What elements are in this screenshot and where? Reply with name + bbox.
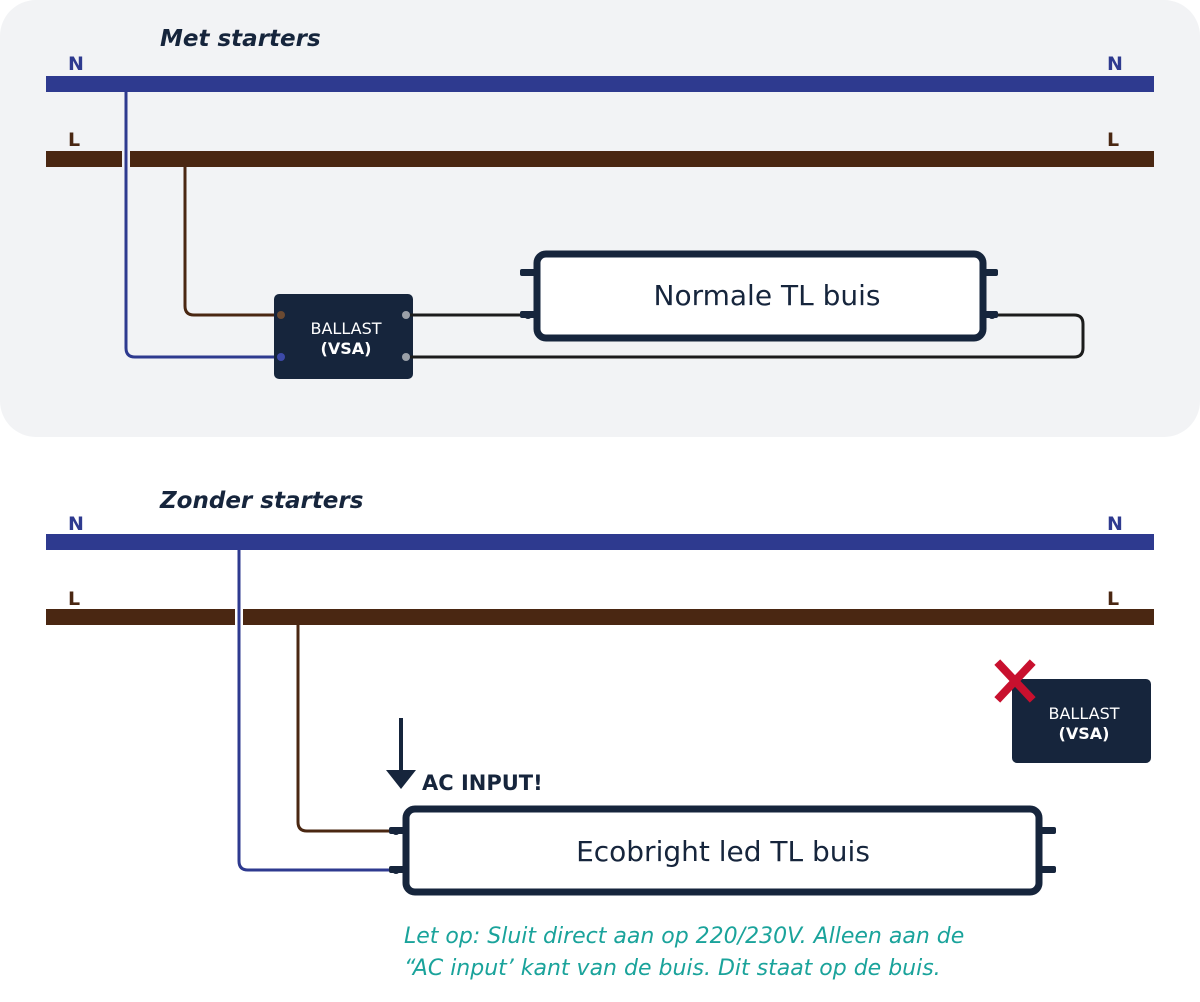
- ac-input-label: AC INPUT!: [422, 771, 543, 795]
- neutral-rail: [46, 76, 1154, 92]
- rail-label-n-right: N: [1107, 53, 1123, 75]
- ballast-label: BALLAST: [1049, 704, 1120, 723]
- tube-label: Ecobright led TL buis: [576, 835, 870, 868]
- note-line-1: Let op: Sluit direct aan op 220/230V. Al…: [404, 924, 964, 949]
- rail-label-n-left: N: [68, 53, 84, 75]
- live-rail: [46, 609, 1154, 625]
- cross-icon: [994, 659, 1036, 703]
- note-line-2: “AC input’ kant van de buis. Dit staat o…: [404, 956, 941, 981]
- ballast-terminal-neutral: [277, 353, 285, 361]
- normal-tl-tube: Normale TL buis: [520, 250, 998, 342]
- panel-without-starters: Zonder starters N N L L AC INPUT! BALLAS…: [46, 488, 1154, 981]
- ballast-terminal-live: [277, 311, 285, 319]
- live-wire: [296, 625, 396, 833]
- tube-body: [402, 805, 1043, 896]
- rail-label-l-left: L: [68, 588, 80, 610]
- panel-background: [0, 0, 1200, 437]
- neutral-rail: [46, 534, 1154, 550]
- rail-label-l-left: L: [68, 129, 80, 151]
- neutral-wire: [237, 550, 396, 872]
- ac-input-arrow-icon: [386, 718, 416, 789]
- ballast-terminal-out-1: [402, 311, 410, 319]
- section-title-with-starters: Met starters: [160, 26, 321, 52]
- rail-label-l-right: L: [1107, 588, 1119, 610]
- rail-label-n-left: N: [68, 513, 84, 535]
- neutral-wire: [124, 92, 280, 359]
- ecobright-led-tube: Ecobright led TL buis: [389, 805, 1056, 896]
- live-wire: [183, 167, 280, 317]
- ballast-terminal-out-2: [402, 353, 410, 361]
- tube-body: [533, 250, 987, 342]
- ballast-box: [1012, 679, 1151, 763]
- ballast-sublabel: (VSA): [321, 339, 372, 358]
- tube-terminal: [392, 827, 400, 835]
- section-title-without-starters: Zonder starters: [159, 488, 363, 514]
- tube-terminal: [988, 311, 996, 319]
- tube-terminal: [392, 866, 400, 874]
- tube-terminal: [524, 311, 532, 319]
- ballast-label: BALLAST: [311, 319, 382, 338]
- rail-label-n-right: N: [1107, 513, 1123, 535]
- panel-with-starters: Met starters N N L L BALLAST (VSA): [0, 0, 1200, 437]
- return-wire: [410, 313, 1085, 359]
- ballast-box: BALLAST (VSA): [274, 294, 413, 379]
- ballast-sublabel: (VSA): [1059, 724, 1110, 743]
- rail-label-l-right: L: [1107, 129, 1119, 151]
- tube-label: Normale TL buis: [654, 279, 881, 312]
- live-rail: [46, 151, 1154, 167]
- removed-ballast: BALLAST (VSA): [994, 659, 1151, 763]
